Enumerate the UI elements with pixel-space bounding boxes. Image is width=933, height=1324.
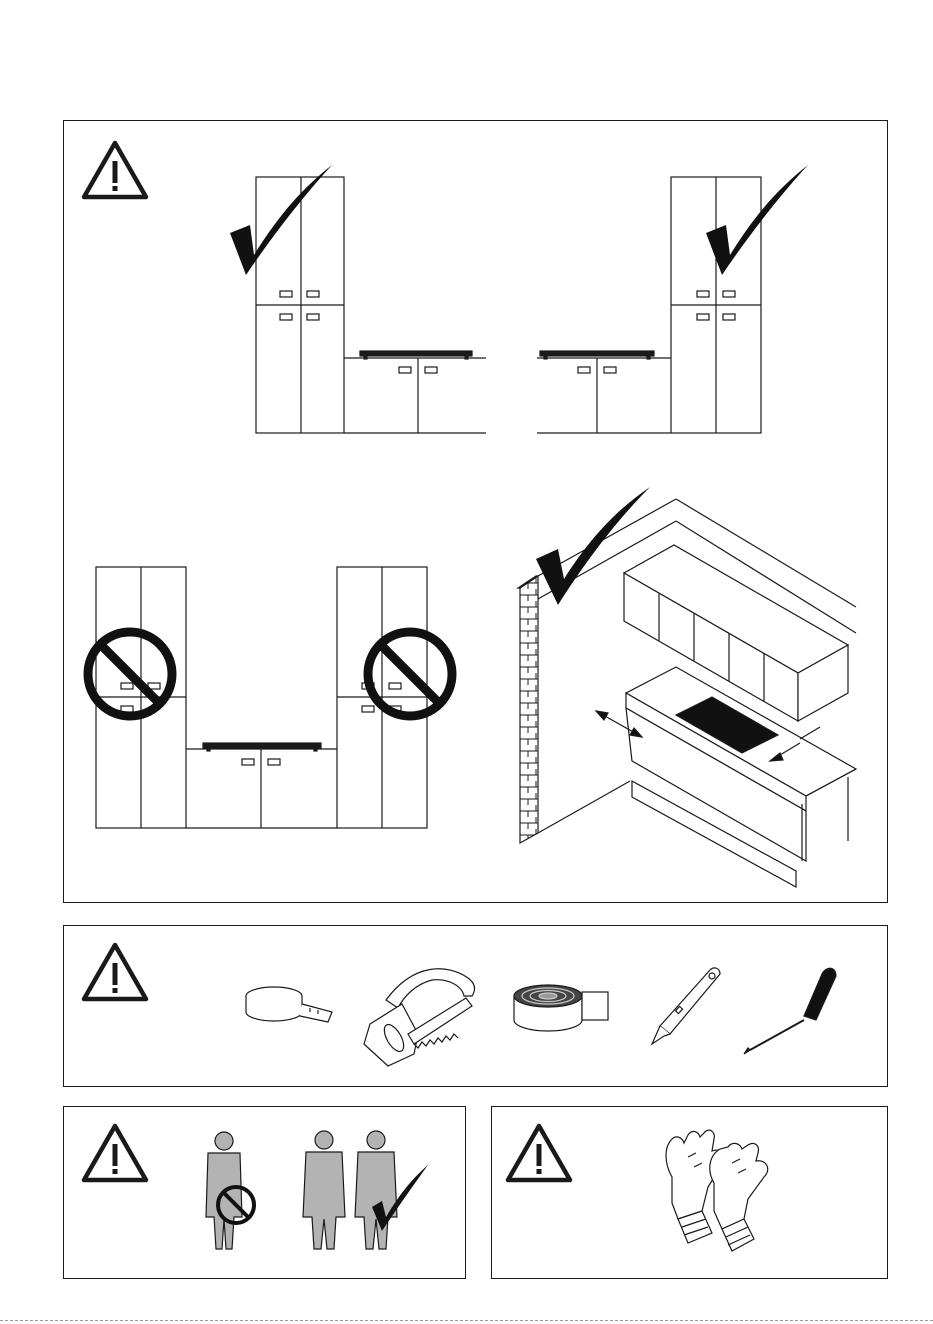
tools-illustration [64,926,889,1088]
hacksaw-icon [364,969,475,1066]
scene-tall-cabinet-right [537,177,761,433]
person-icon [303,1131,345,1249]
warning-icon [508,1126,570,1180]
tape-measure-icon [246,987,332,1022]
scene-perspective-kitchen [518,499,856,887]
screwdriver-icon [744,968,836,1054]
two-persons-panel [63,1106,466,1279]
person-icon [355,1131,397,1249]
warning-icon [84,143,146,197]
installation-position-panel [63,120,888,903]
page-bottom-rule [0,1320,933,1321]
warning-icon [84,945,146,999]
protective-gloves-panel [491,1106,888,1279]
required-tools-panel [63,925,888,1087]
warning-icon [84,1126,146,1180]
utility-knife-icon [652,968,720,1044]
gloves-illustration [492,1107,889,1280]
scene-tall-cabinet-left [256,177,486,433]
two-persons-illustration [64,1107,467,1280]
sealing-tape-roll-icon [514,985,608,1031]
protective-gloves-icon [666,1130,768,1251]
installation-position-illustration [64,121,889,904]
